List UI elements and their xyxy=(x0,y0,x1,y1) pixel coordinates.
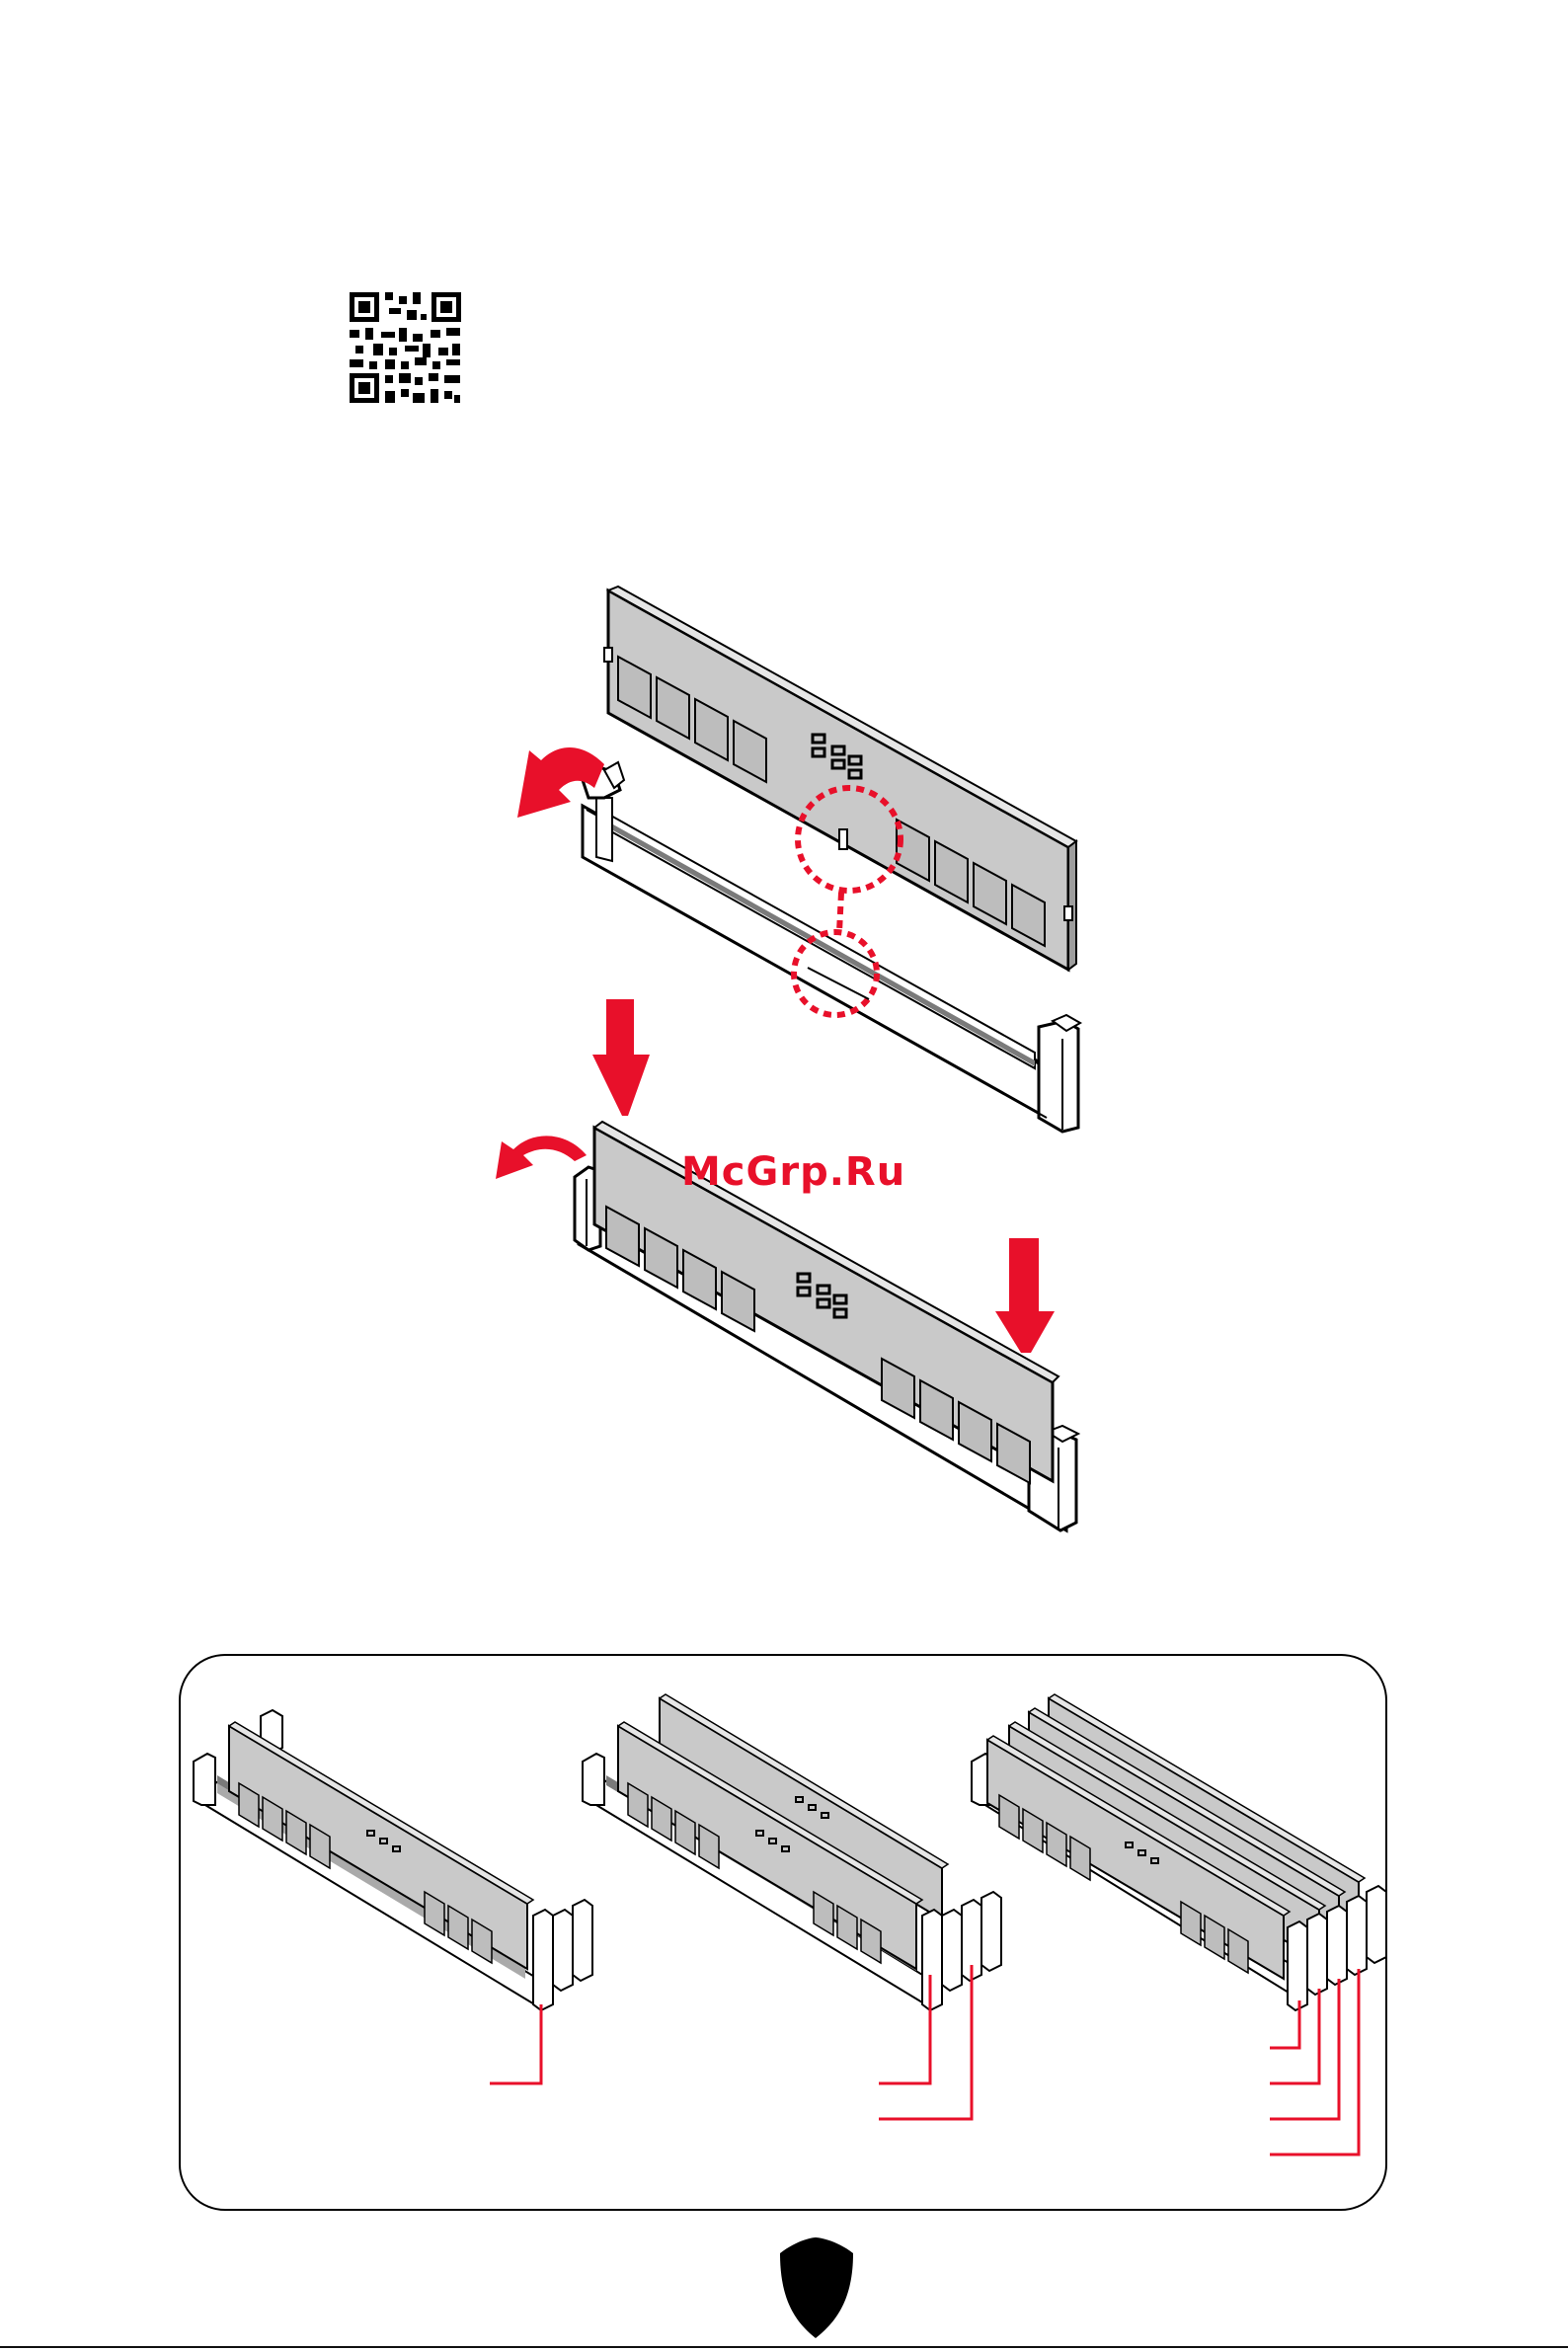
callout-line xyxy=(1270,1969,1359,2155)
watermark-text: McGrp.Ru xyxy=(681,1149,905,1195)
config-two-modules xyxy=(583,1694,1001,2119)
press-down-arrow xyxy=(995,1238,1055,1353)
unlock-latch-arrow xyxy=(517,747,604,818)
lock-latch-arrow xyxy=(496,1136,587,1179)
insert-dimm-arrow xyxy=(592,999,650,1116)
config-one-module xyxy=(194,1710,592,2083)
callout-line xyxy=(490,2004,541,2083)
footer-rule xyxy=(0,2346,1568,2348)
config-four-modules xyxy=(972,1694,1386,2155)
shield-logo-icon xyxy=(780,2237,853,2338)
